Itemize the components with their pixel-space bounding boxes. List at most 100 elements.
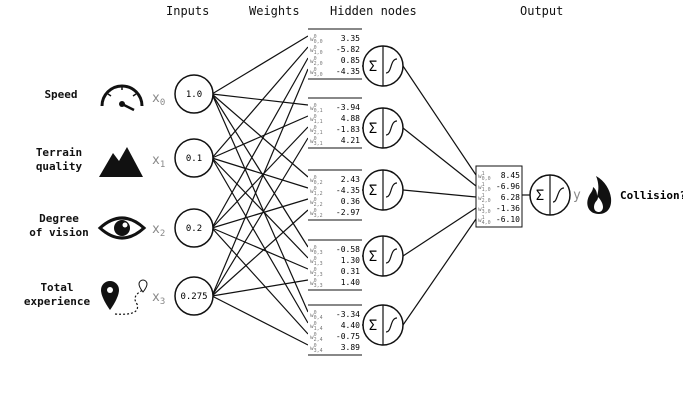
output-weight-value: 6.28: [501, 193, 520, 202]
weight-value: 3.89: [341, 343, 360, 352]
edge-input-hidden: [211, 279, 309, 297]
sum-symbol: Σ: [369, 318, 377, 334]
input-value-x0: 1.0: [186, 90, 202, 100]
edge-input-hidden: [211, 157, 309, 259]
weight-value: 3.35: [341, 34, 360, 43]
input-value-x2: 0.2: [186, 224, 202, 234]
output-var-y: y: [573, 188, 581, 203]
weight-value: 1.30: [341, 256, 360, 265]
hidden-node: Σ: [362, 107, 404, 149]
route-pin-icon: [101, 279, 148, 315]
sum-symbol: Σ: [369, 121, 377, 137]
weight-value: 0.85: [341, 56, 360, 65]
weight-value: -0.58: [336, 245, 360, 254]
output-weight-value: 8.45: [501, 171, 520, 180]
input-var-x3: x3: [152, 290, 165, 307]
feature-label-speed: Speed: [44, 88, 78, 101]
input-node-x3: 0.275: [174, 276, 214, 316]
edge-hidden-output: [402, 218, 477, 326]
weight-value: 0.36: [341, 197, 360, 206]
weight-value: -4.35: [336, 186, 360, 195]
edge-input-hidden: [211, 93, 309, 248]
input-var-x1: x1: [152, 153, 165, 170]
edge-input-hidden: [211, 295, 309, 346]
weight-value: -4.35: [336, 67, 360, 76]
sigmoid-icon: [385, 182, 398, 198]
weight-value: 2.43: [341, 175, 360, 184]
edge-input-hidden: [211, 227, 309, 270]
edge-input-hidden: [211, 46, 309, 159]
input-var-x2: x2: [152, 222, 165, 239]
sigmoid-icon: [385, 120, 398, 136]
edge-hidden-output: [402, 127, 477, 187]
edge-input-hidden: [211, 198, 309, 229]
hidden-node: Σ: [362, 169, 404, 211]
output-weight-value: -1.36: [496, 204, 520, 213]
hidden-node: Σ: [362, 304, 404, 346]
edge-input-hidden: [211, 126, 309, 229]
weight-value: -5.82: [336, 45, 360, 54]
sigmoid-icon: [385, 317, 398, 333]
edge-input-hidden: [211, 227, 309, 335]
input-value-x3: 0.275: [180, 292, 207, 302]
header-weights: Weights: [249, 4, 300, 18]
header-hidden-nodes: Hidden nodes: [330, 4, 417, 18]
input-variables: x0 x1 x2 x3: [152, 91, 165, 307]
header-inputs: Inputs: [166, 4, 210, 18]
flame-icon: [587, 176, 612, 214]
input-node-x1: 0.1: [174, 138, 214, 178]
sigmoid-icon: [385, 58, 398, 74]
edge-input-hidden: [211, 209, 309, 297]
edge-input-hidden: [211, 137, 309, 297]
edge-input-hidden: [211, 93, 309, 106]
header-output: Output: [520, 4, 564, 18]
sigmoid-icon: [385, 248, 398, 264]
weight-value: 4.88: [341, 114, 360, 123]
output-label: Collision?: [620, 189, 683, 202]
edge-input-hidden: [211, 157, 309, 324]
output-sum-symbol: Σ: [536, 188, 544, 204]
edge-input-hidden: [211, 35, 309, 95]
feature-label-total-experience: Total experience: [23, 281, 91, 308]
connection-lines: [211, 35, 530, 346]
edge-input-hidden: [211, 57, 309, 229]
weight-value: -1.83: [336, 125, 360, 134]
edge-hidden-output: [402, 207, 477, 257]
output-weight-value: -6.96: [496, 182, 520, 191]
feature-label-terrain-quality: Terrain quality: [35, 146, 83, 173]
edge-input-hidden: [211, 93, 309, 313]
edge-input-hidden: [211, 157, 309, 189]
edge-input-hidden: [211, 93, 309, 178]
weight-value: -3.94: [336, 103, 360, 112]
sum-symbol: Σ: [369, 249, 377, 265]
hidden-node: Σ: [362, 235, 404, 277]
eye-icon: [97, 216, 147, 240]
weight-value: -2.97: [336, 208, 360, 217]
edge-input-hidden: [211, 68, 309, 297]
speedometer-icon: [100, 84, 144, 112]
output-sigmoid-icon: [552, 187, 565, 203]
weight-value: 1.40: [341, 278, 360, 287]
weight-value: 0.31: [341, 267, 360, 276]
